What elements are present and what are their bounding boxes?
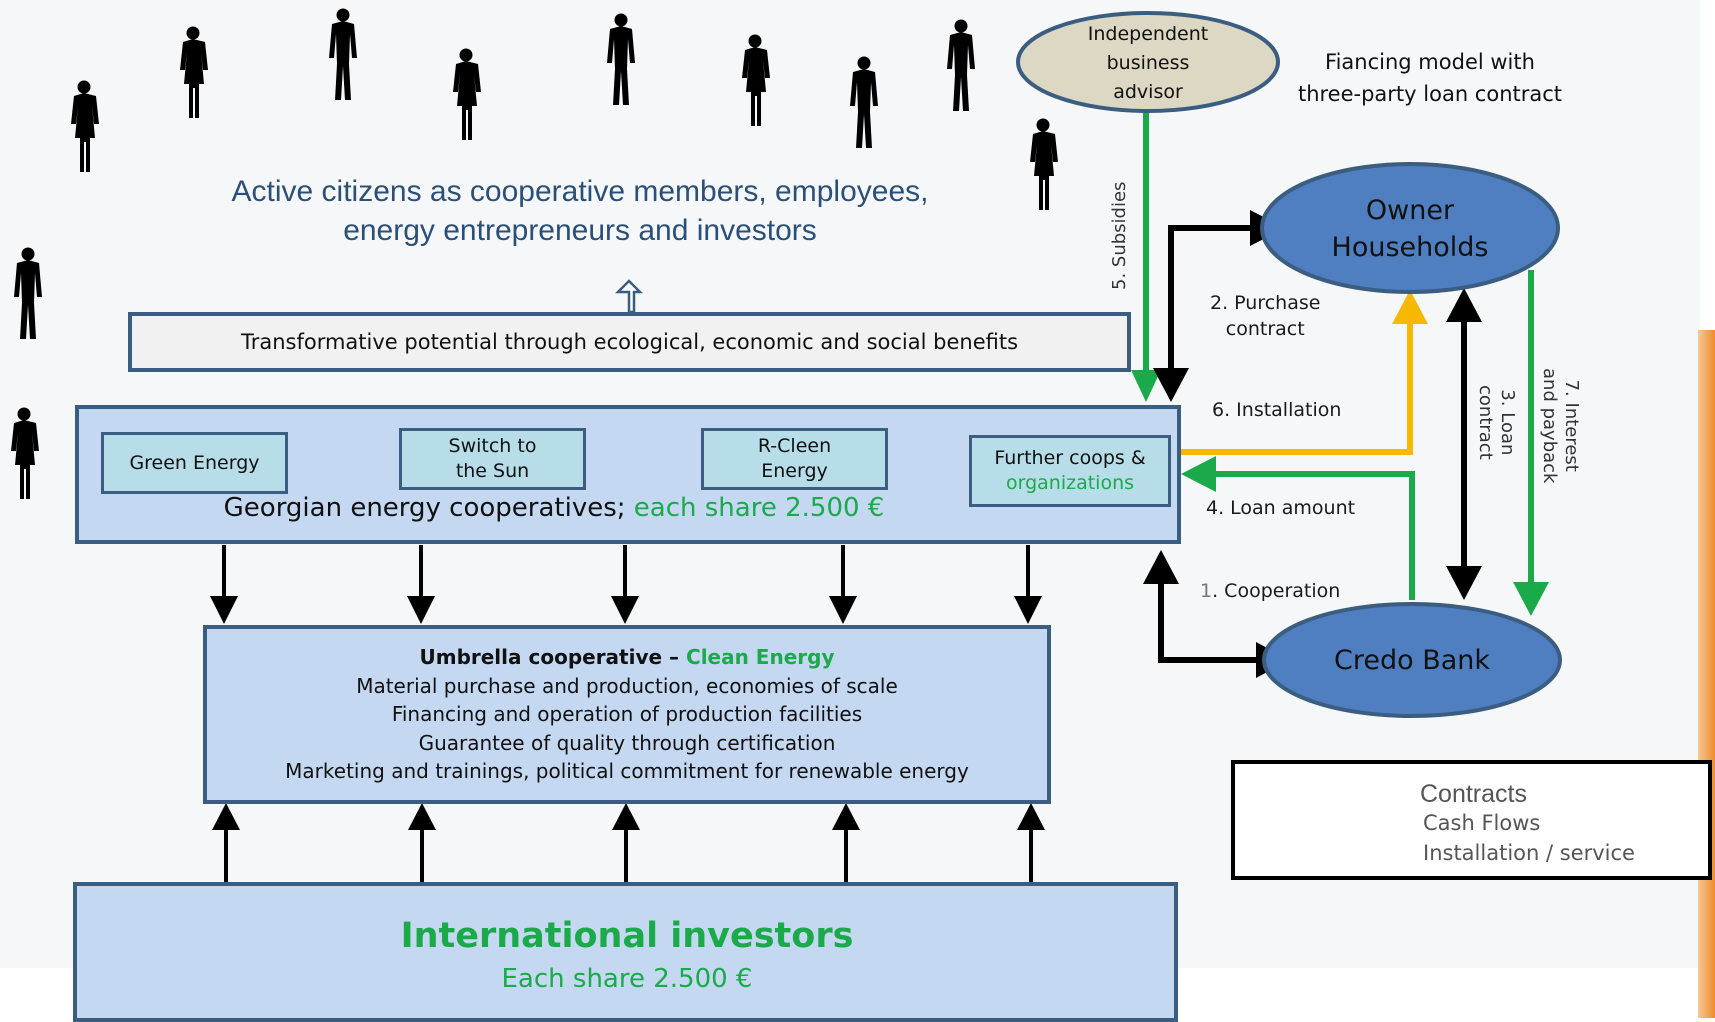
coop-further-line-2: organizations	[1005, 472, 1135, 494]
investors-to-umbrella-arrowheads	[212, 803, 1045, 830]
legend-contracts-label: Contracts	[1420, 780, 1527, 808]
umbrella-title-text: Umbrella cooperative –	[419, 645, 680, 670]
interest-line-1: 7. Interest	[1561, 379, 1582, 472]
coop-r-cleen-energy: R-Cleen Energy	[701, 428, 888, 490]
coop-rcleen-line-1: R-Cleen	[757, 435, 832, 458]
cooperation-label: 1. Cooperation	[1200, 580, 1340, 602]
headline: Active citizens as cooperative members, …	[190, 172, 970, 250]
person-icon	[1027, 118, 1059, 217]
umbrella-line-1: Material purchase and production, econom…	[356, 673, 898, 698]
arrowhead	[611, 596, 639, 624]
arrowhead	[1017, 803, 1045, 830]
coops-to-umbrella-arrowheads	[210, 596, 1042, 624]
georgian-share-text: each share 2.500 €	[633, 493, 885, 523]
coop-further-coops: Further coops & organizations	[969, 435, 1171, 507]
coop-green-energy-label: Green Energy	[129, 451, 260, 474]
investors-title: International investors	[400, 916, 854, 956]
cooperation-text: . Cooperation	[1212, 580, 1341, 602]
advisor-line-1: Independent	[1087, 22, 1209, 45]
interest-line-2: and payback	[1539, 368, 1561, 484]
umbrella-line-4: Marketing and trainings, political commi…	[285, 759, 969, 784]
transformative-box: Transformative potential through ecologi…	[128, 312, 1131, 372]
umbrella-line-2: Financing and operation of production fa…	[391, 702, 863, 727]
loan-amount-label: 4. Loan amount	[1206, 497, 1356, 519]
arrowhead	[210, 596, 238, 624]
person-icon	[739, 34, 771, 133]
financing-line-2: three-party loan contract	[1297, 82, 1563, 106]
arrowhead	[829, 596, 857, 624]
georgian-cooperatives-box: Green Energy Switch to the Sun R-Cleen E…	[75, 405, 1181, 544]
international-investors-box: International investors Each share 2.500…	[73, 882, 1178, 1022]
person-icon	[327, 8, 359, 107]
legend-cash-flows-label: Cash Flows	[1423, 811, 1541, 835]
coop-further-line-1: Further coops &	[994, 447, 1146, 470]
person-icon	[8, 407, 40, 506]
purchase-line-2: contract	[1225, 318, 1305, 340]
umbrella-cooperative-box: Umbrella cooperative – Clean Energy Mate…	[203, 625, 1051, 804]
cooperation-number: 1	[1200, 580, 1213, 602]
credo-bank-label: Credo Bank	[1333, 644, 1491, 676]
georgian-title-text: Georgian energy cooperatives;	[223, 493, 626, 523]
person-icon	[177, 26, 209, 125]
legend-box	[1231, 760, 1712, 880]
bank-ellipse	[1262, 602, 1562, 718]
loan-contract-flow	[1446, 288, 1482, 600]
coops-to-umbrella-arrows	[222, 545, 1030, 600]
arrowhead	[612, 803, 640, 830]
headline-line-2: energy entrepreneurs and investors	[343, 214, 817, 247]
person-icon	[848, 56, 880, 155]
advisor-ellipse	[1016, 11, 1280, 113]
subsidies-label: 5. Subsidies	[1109, 181, 1130, 290]
transformative-text: Transformative potential through ecologi…	[240, 330, 1019, 354]
coop-rcleen-line-2: Energy	[761, 460, 828, 482]
person-icon	[12, 247, 44, 346]
arrowhead	[408, 803, 436, 830]
umbrella-title: Umbrella cooperative – Clean Energy	[419, 643, 834, 672]
financing-model-title: Fiancing model with three-party loan con…	[1290, 46, 1570, 110]
loan-amount-flow	[1181, 456, 1415, 600]
interest-payback-label: 7. Interest and payback	[1539, 368, 1582, 483]
legend-installation-label: Installation / service	[1423, 841, 1635, 865]
person-icon	[450, 48, 482, 147]
owner-households-label: Owner Households	[1265, 190, 1555, 268]
subsidies-flow	[1131, 110, 1161, 402]
umbrella-line-3: Guarantee of quality through certificati…	[418, 730, 836, 755]
georgian-title: Georgian energy cooperatives; each share…	[79, 493, 1029, 523]
coop-switch-line-1: Switch to	[448, 435, 537, 458]
umbrella-title-green: Clean Energy	[686, 645, 835, 670]
financing-line-1: Fiancing model with	[1325, 50, 1535, 74]
loan-contract-line-2: contract	[1475, 385, 1497, 460]
installation-flow	[1176, 290, 1428, 455]
up-arrow-icon	[614, 279, 644, 314]
arrowhead	[212, 803, 240, 830]
investors-share: Each share 2.500 €	[501, 964, 753, 994]
coop-switch-to-the-sun: Switch to the Sun	[399, 428, 586, 490]
advisor-line-3: advisor	[1113, 80, 1183, 103]
person-icon	[945, 19, 977, 118]
headline-line-1: Active citizens as cooperative members, …	[231, 175, 929, 208]
owner-line-2: Households	[1331, 232, 1489, 263]
owner-ellipse	[1260, 162, 1560, 294]
purchase-line-1: 2. Purchase	[1210, 292, 1321, 314]
interest-flow	[1513, 270, 1549, 616]
person-icon	[68, 80, 100, 179]
advisor-label: Independent business advisor	[1020, 18, 1276, 108]
investors-to-umbrella-arrows	[224, 825, 1033, 882]
loan-contract-line-1: 3. Loan	[1497, 389, 1518, 456]
coop-switch-line-2: the Sun	[455, 460, 530, 482]
arrowhead	[1014, 596, 1042, 624]
owner-line-1: Owner	[1365, 195, 1455, 226]
person-icon	[605, 13, 637, 112]
advisor-line-2: business	[1106, 51, 1190, 74]
installation-label: 6. Installation	[1212, 399, 1342, 421]
arrowhead	[832, 803, 860, 830]
coop-green-energy: Green Energy	[101, 432, 288, 494]
arrowhead	[407, 596, 435, 624]
purchase-contract-label: 2. Purchase contract	[1210, 290, 1320, 342]
loan-contract-label: 3. Loan contract	[1475, 385, 1518, 460]
